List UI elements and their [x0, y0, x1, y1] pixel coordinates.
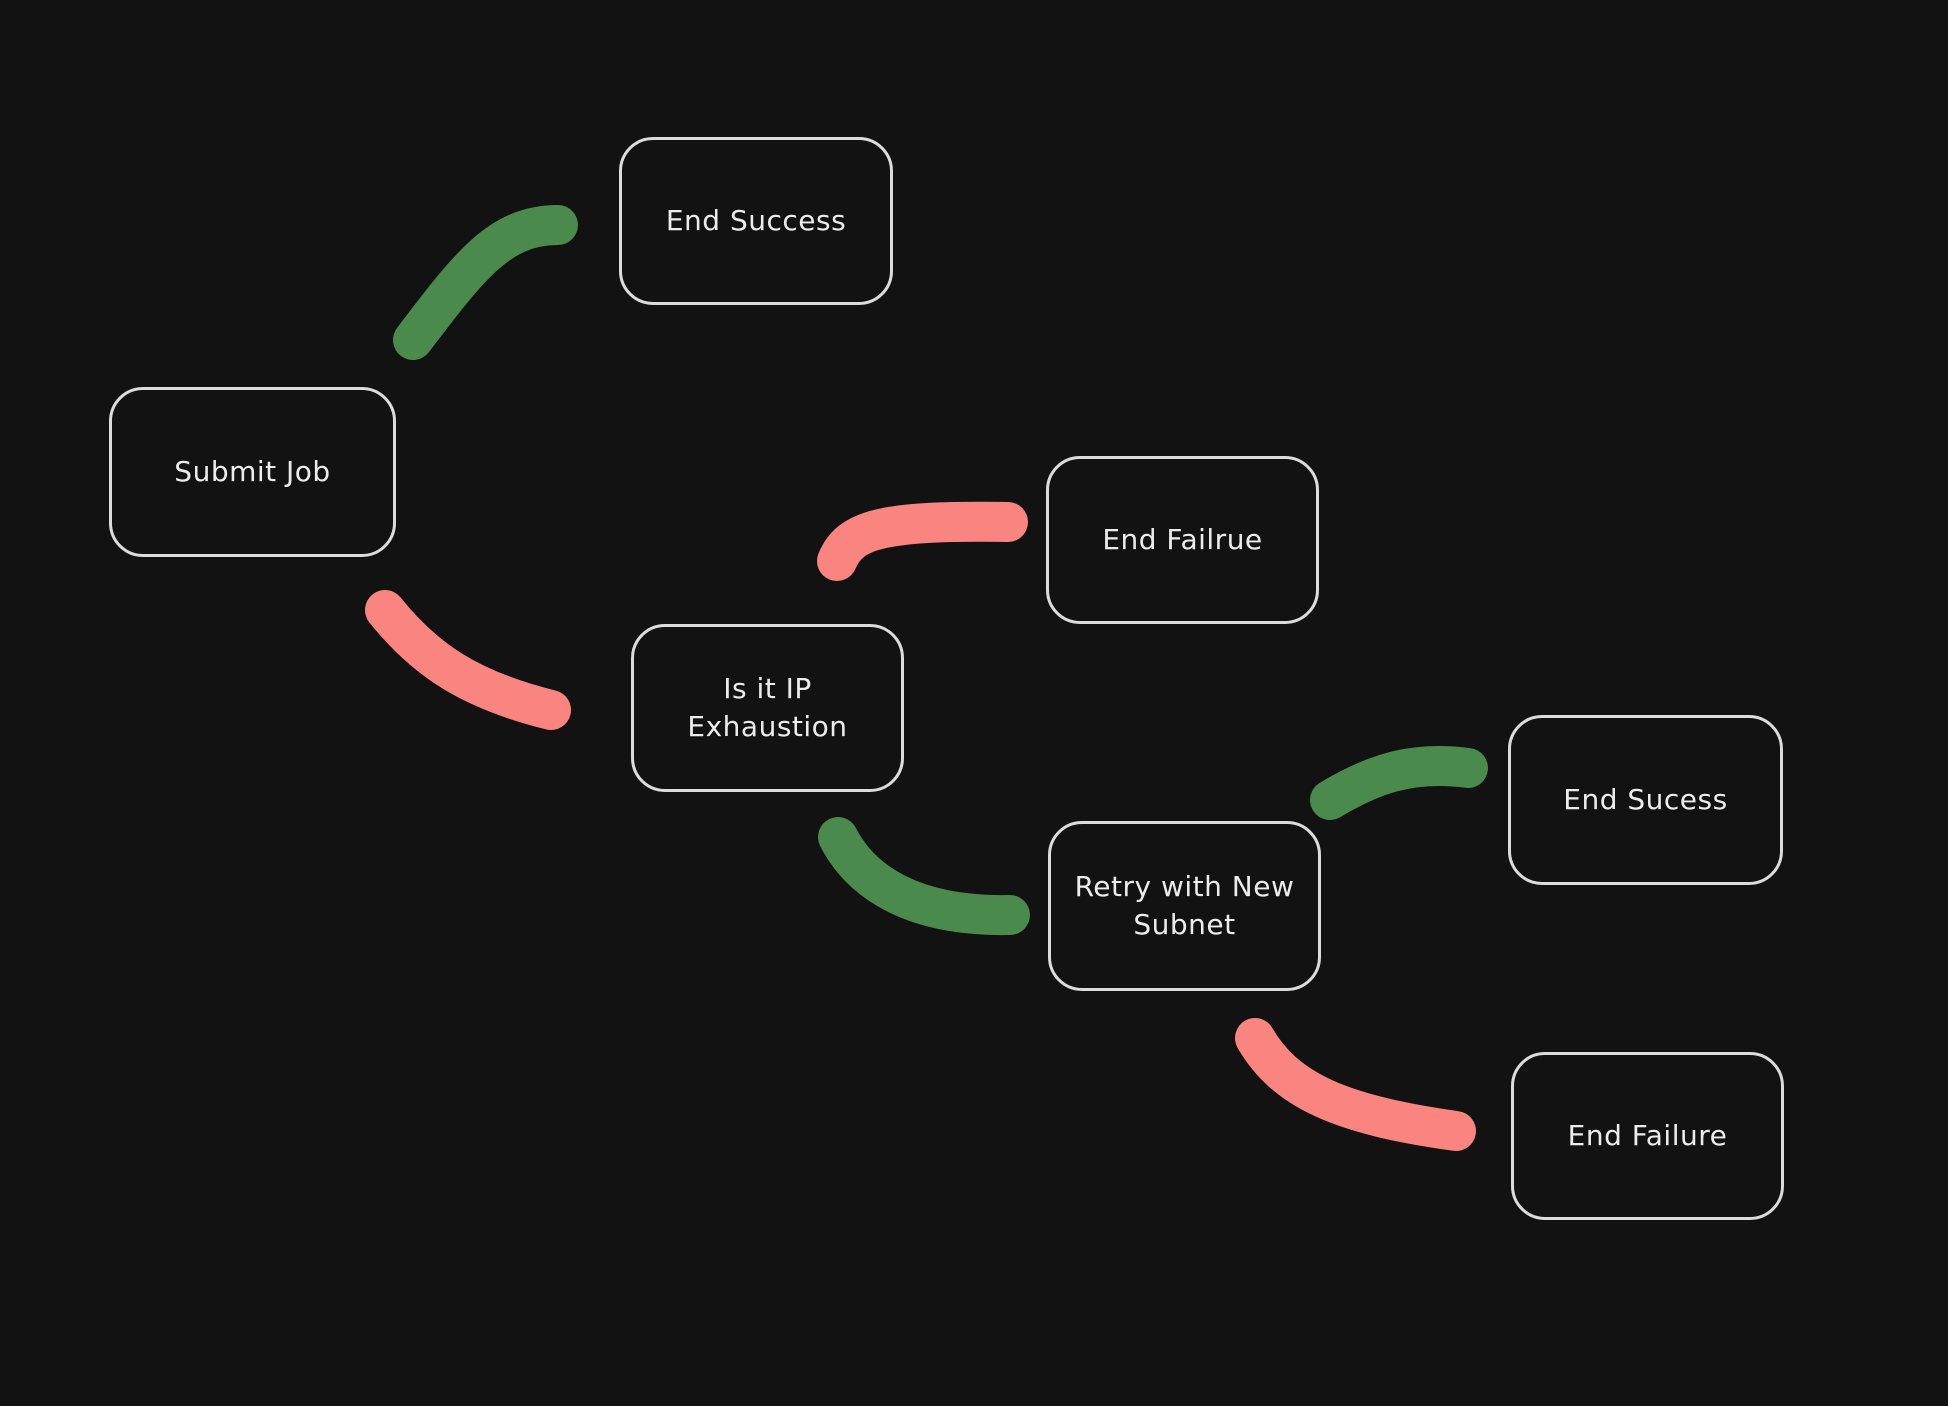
- node-label: End Success: [665, 204, 847, 237]
- node-submit-job[interactable]: Submit Job: [109, 387, 396, 557]
- node-end-success[interactable]: End Success: [619, 137, 893, 305]
- edge-ip-to-retry-subnet[interactable]: [818, 817, 1030, 936]
- node-label: End Sucess: [1563, 783, 1728, 816]
- node-end-sucess[interactable]: End Sucess: [1508, 715, 1783, 885]
- node-label: Submit Job: [174, 455, 331, 488]
- node-retry-with-new-subnet[interactable]: Retry with New Subnet: [1048, 821, 1321, 991]
- node-label: Retry with New Subnet: [1074, 870, 1295, 941]
- node-label: End Failrue: [1102, 523, 1263, 556]
- edge-retry-to-end-sucess[interactable]: [1310, 745, 1488, 820]
- edge-submit-to-ip-exhaustion[interactable]: [365, 590, 571, 730]
- edge-retry-to-end-failure[interactable]: [1235, 1018, 1476, 1151]
- node-is-ip-exhaustion[interactable]: Is it IP Exhaustion: [631, 624, 904, 792]
- node-end-failure[interactable]: End Failure: [1511, 1052, 1784, 1220]
- edge-submit-to-end-success[interactable]: [393, 205, 578, 360]
- node-label: End Failure: [1567, 1119, 1728, 1152]
- node-label: Is it IP Exhaustion: [687, 672, 848, 743]
- edge-ip-to-end-failrue[interactable]: [817, 501, 1028, 581]
- node-end-failrue[interactable]: End Failrue: [1046, 456, 1319, 624]
